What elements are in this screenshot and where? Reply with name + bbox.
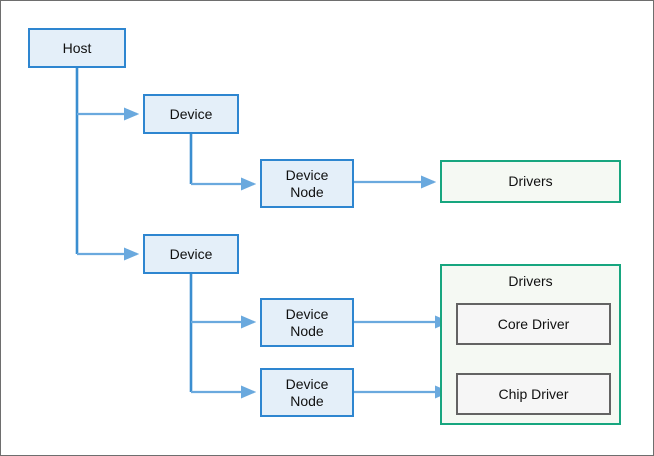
node-device-node-1-label: Device Node [285,166,329,200]
group-drivers[interactable]: Drivers Core Driver Chip Driver [440,264,621,425]
node-device-node-1[interactable]: Device Node [260,159,354,208]
node-device-1-label: Device [169,105,213,122]
node-host-label: Host [62,39,92,56]
node-drivers-simple[interactable]: Drivers [440,160,621,203]
node-host[interactable]: Host [28,28,126,68]
group-drivers-title: Drivers [508,272,553,289]
node-device-node-3[interactable]: Device Node [260,368,354,417]
node-device-2[interactable]: Device [143,234,239,274]
node-device-2-label: Device [169,245,213,262]
node-device-node-2-label: Device Node [285,305,329,339]
node-core-driver[interactable]: Core Driver [456,303,611,345]
node-device-1[interactable]: Device [143,94,239,134]
node-drivers-simple-label: Drivers [508,173,553,190]
node-chip-driver-label: Chip Driver [498,385,569,402]
node-core-driver-label: Core Driver [497,315,570,332]
node-device-node-3-label: Device Node [285,375,329,409]
node-device-node-2[interactable]: Device Node [260,298,354,347]
node-chip-driver[interactable]: Chip Driver [456,373,611,415]
